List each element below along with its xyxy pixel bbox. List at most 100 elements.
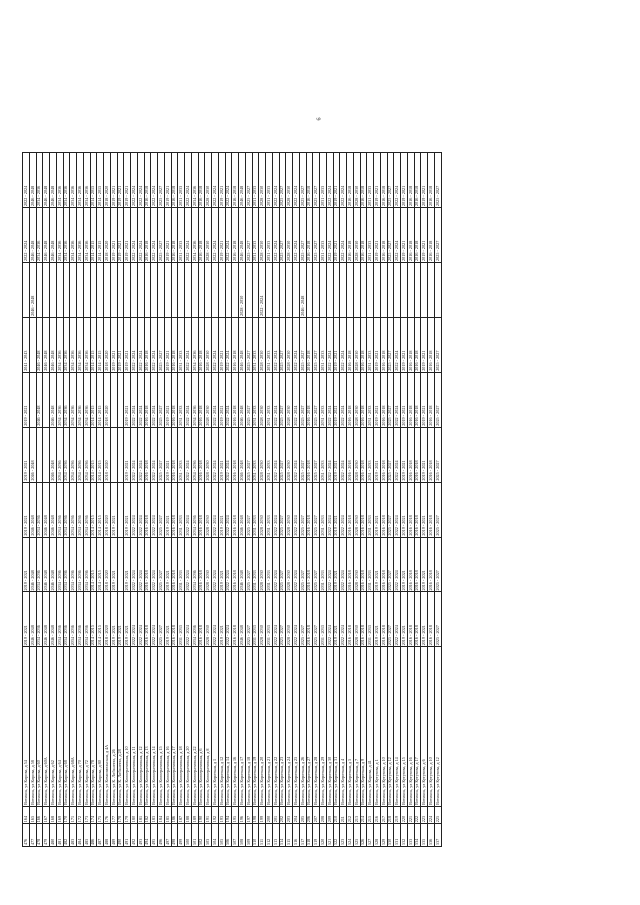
period-cell: 2022 - 2024 [137,591,144,647]
row-number-cell: 504 [211,823,219,847]
row-number-cell: 515 [285,823,293,847]
period-cell: 2016 - 2018 [414,152,421,208]
period-cell: 2022 - 2024 [292,317,300,373]
period-cell: 2019 - 2021 [333,482,340,538]
period-cell: 2019 - 2021 [218,372,225,428]
period-cell: 2028 - 2030 [285,537,293,592]
address-cell: Вотинск, ул Кутузова, д 14 [393,646,401,807]
period-cell: 2018 - 2020 [103,207,111,263]
period-cell: 2019 - 2021 [333,317,340,373]
period-cell: 2019 - 2021 [218,207,225,263]
house-number-cell: 191 [204,806,212,824]
house-number-cell: 196 [238,806,246,824]
address-cell: Вотинск, ул Короткая, д 12 [218,646,225,807]
period-cell: 2022 - 2024 [272,152,279,208]
period-cell: 2014 - 2015 [96,537,104,592]
address-cell: Вотинск, ул Кутузова, д 6 [420,646,428,807]
period-cell: 2016 - 2018 [427,207,435,263]
period-cell: 2016 - 2018 [360,482,367,538]
address-cell: Вотинск, ул Кутузова, д 16 [407,646,414,807]
period-cell: 2028 - 2030 [353,482,360,538]
period-cell: 2046 - 2048 [36,372,43,428]
period-cell: 2025 - 2027 [299,591,306,647]
row-number-cell: 494 [144,823,151,847]
period-cell: 2031 - 2033 [265,591,273,647]
period-cell: 2034 - 2036 [69,482,77,538]
period-cell: 2019 - 2021 [218,482,225,538]
house-number-cell: 179 [123,806,131,824]
period-cell [36,427,43,483]
period-cell: 2031 - 2033 [252,317,259,373]
period-cell: 2028 - 2030 [258,427,266,483]
period-cell: 2034 - 2036 [36,207,43,263]
period-cell: 2025 - 2027 [387,317,394,373]
period-cell: 2019 - 2021 [22,427,30,483]
period-cell: 2034 - 2036 [56,207,63,263]
period-cell: 2046 - 2048 [29,537,36,592]
period-cell: 2014 - 2015 [96,427,104,483]
row-number-cell: 528 [373,823,381,847]
house-number-cell: 168 [49,806,57,824]
house-number-cell: 184 [157,806,165,824]
period-cell: 2031 - 2033 [265,482,273,538]
period-cell [346,262,354,318]
period-cell: 2046 - 2048 [29,207,36,263]
period-cell: 2016 - 2018 [144,591,151,647]
period-cell: 2016 - 2018 [231,591,239,647]
period-cell: 2022 - 2024 [339,537,347,592]
period-cell: 2034 - 2036 [191,537,198,592]
period-cell: 2016 - 2018 [144,537,151,592]
address-cell: Вотинск, ул Короткая, д 18 [245,646,252,807]
row-number-cell: 489 [110,823,117,847]
period-cell: 2031 - 2033 [252,427,259,483]
period-cell: 2016 - 2018 [306,207,313,263]
row-number-cell: 509 [245,823,252,847]
period-cell: 2046 - 2048 [29,262,36,318]
period-cell [110,262,117,318]
period-cell: 2031 - 2033 [319,152,327,208]
row-number-cell: 508 [238,823,246,847]
period-cell: 2046 - 2048 [238,482,246,538]
period-cell [306,262,313,318]
period-cell: 2028 - 2030 [353,372,360,428]
period-cell: 2016 - 2018 [231,152,239,208]
period-cell: 2046 - 2048 [238,537,246,592]
period-cell: 2046 - 2048 [42,482,50,538]
period-cell: 2025 - 2027 [434,537,441,592]
house-number-cell: 195 [231,806,239,824]
period-cell: 2034 - 2036 [69,207,77,263]
period-cell [265,262,273,318]
period-cell: 2019 - 2021 [110,537,117,592]
period-cell: 2016 - 2018 [231,427,239,483]
period-cell [434,262,441,318]
period-cell: 2022 - 2024 [272,317,279,373]
period-cell: 2018 - 2020 [103,591,111,647]
period-cell [117,372,124,428]
house-number-cell: 209 [326,806,333,824]
house-number-cell: 189 [191,806,198,824]
row-number-cell: 512 [265,823,273,847]
period-cell: 2019 - 2021 [117,591,124,647]
period-cell: 2025 - 2027 [434,207,441,263]
period-cell: 2022 - 2024 [292,207,300,263]
house-number-cell: 192 [211,806,219,824]
address-cell: Вотинск, ул Короткая, д 7 [353,646,360,807]
house-number-cell: 182 [144,806,151,824]
address-cell: Вотинск, ул Короткая, д 5 [346,646,354,807]
house-number-cell: 201 [272,806,279,824]
period-cell [103,262,111,318]
period-cell: 2034 - 2036 [76,482,84,538]
period-cell: 2046 - 2048 [238,591,246,647]
period-cell: 2019 - 2021 [110,482,117,538]
